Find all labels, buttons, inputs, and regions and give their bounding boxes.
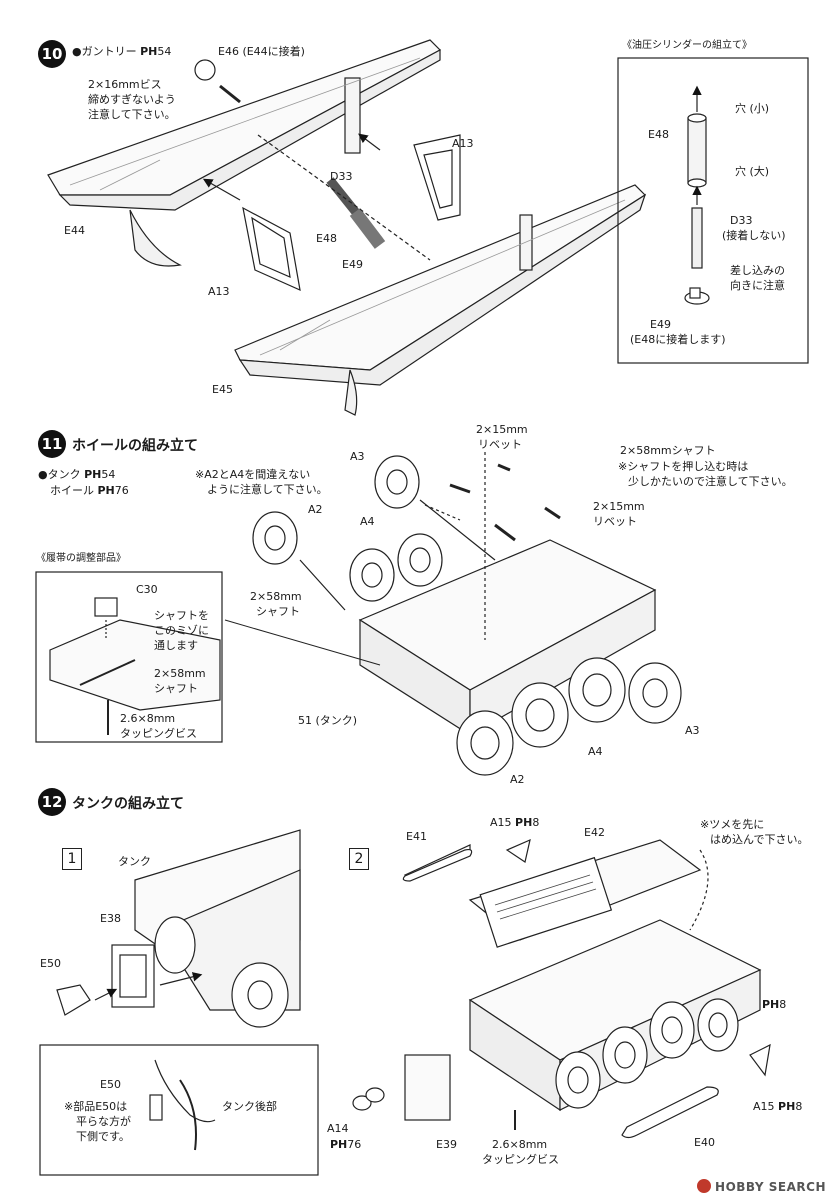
label-inset-e48: E48 [648, 128, 669, 141]
wheel-assembly-illustration [224, 452, 682, 776]
step-10-subject: ●ガントリー PH54 [72, 45, 172, 58]
label-a4-top: A4 [360, 515, 375, 528]
label-inset-e49: E49 [650, 318, 671, 331]
groove-note-line-3: 通します [154, 639, 198, 652]
hobby-search-logo-icon [697, 1179, 712, 1193]
label-tank-51: 51 (タンク) [298, 714, 358, 727]
label-a13-top: A13 [452, 137, 474, 150]
label-e42: E42 [584, 826, 605, 839]
screw-note-line-3: 注意して下さい。 [88, 108, 176, 121]
insert-note-line-2: 向きに注意 [730, 279, 785, 292]
label-e44: E44 [64, 224, 85, 237]
label-tank-rear: タンク後部 [222, 1100, 277, 1113]
hobby-search-watermark: HOBBY SEARCH [697, 1179, 826, 1194]
label-a3-top: A3 [350, 450, 365, 463]
label-a15-bottom: A15 PH8 [753, 1100, 803, 1113]
gantry-illustration [47, 39, 647, 416]
step-11-badge: 11 [38, 430, 66, 458]
claw-note-line-2: はめ込んで下さい。 [710, 833, 809, 846]
label-e50: E50 [40, 957, 61, 970]
label-c30: C30 [136, 583, 158, 596]
rivet-top-line-2: リベット [478, 438, 522, 451]
hydraulic-cylinder-illustration [684, 85, 710, 305]
part-ref-tank: ●タンク PH54 [38, 468, 116, 481]
label-a2-bottom: A2 [510, 773, 525, 786]
label-e41: E41 [406, 830, 427, 843]
label-a4-bottom: A4 [588, 745, 603, 758]
inset-shaft-line-1: 2×58mm [154, 667, 206, 680]
tank-panel-2-illustration [352, 838, 771, 1139]
shaft-note-line-2: 少しかたいので注意して下さい。 [628, 475, 793, 488]
panel2-screw-line-2: タッピングビス [482, 1153, 559, 1166]
rivet-right-line-1: 2×15mm [593, 500, 645, 513]
panel-1-number: 1 [62, 848, 82, 870]
label-d33: D33 [330, 170, 353, 183]
panel2-screw-line-1: 2.6×8mm [492, 1138, 548, 1151]
groove-note-line-2: このミゾに [154, 624, 209, 637]
ph-ref-a14: PH76 [330, 1138, 362, 1151]
inset-screw-line-1: 2.6×8mm [120, 712, 176, 725]
label-a2-top: A2 [308, 503, 323, 516]
e50-note-line-2: 平らな方が [76, 1115, 131, 1128]
track-adjust-inset-frame [35, 571, 223, 743]
tank-panel-1-illustration [39, 829, 319, 1176]
label-e46: E46 (E44に接着) [218, 45, 305, 58]
shaft-top-label: 2×58mmシャフト [620, 444, 716, 457]
label-inset-d33: D33 [730, 214, 753, 227]
label-hole-large: 穴 (大) [735, 165, 770, 178]
label-e48: E48 [316, 232, 337, 245]
ph-ref-right: PH8 [762, 998, 787, 1011]
screw-note-line-2: 締めすぎないよう [88, 93, 176, 106]
inset-screw-line-2: タッピングビス [120, 727, 197, 740]
step-12-badge: 12 [38, 788, 66, 816]
e50-note-line-1: ※部品E50は [64, 1100, 128, 1113]
claw-note-line-1: ※ツメを先に [700, 818, 765, 831]
shaft-left-line-1: 2×58mm [250, 590, 302, 603]
step-12-title: タンクの組み立て [72, 796, 184, 812]
label-e40: E40 [694, 1136, 715, 1149]
rivet-top-line-1: 2×15mm [476, 423, 528, 436]
label-hole-small: 穴 (小) [735, 102, 770, 115]
step-10-badge: 10 [38, 40, 66, 68]
insert-note-line-1: 差し込みの [730, 264, 785, 277]
track-adjust-illustration [49, 597, 221, 735]
label-a13-bottom: A13 [208, 285, 230, 298]
label-e39: E39 [436, 1138, 457, 1151]
groove-note-line-1: シャフトを [154, 609, 209, 622]
a2a4-note-line-1: ※A2とA4を間違えない [195, 468, 311, 481]
hydraulic-inset-title: 《油圧シリンダーの組立て》 [622, 40, 752, 51]
rivet-right-line-2: リベット [593, 515, 637, 528]
label-e38: E38 [100, 912, 121, 925]
label-tank: タンク [118, 855, 151, 868]
panel-2-number: 2 [349, 848, 369, 870]
label-e49: E49 [342, 258, 363, 271]
track-inset-title: 《履帯の調整部品》 [36, 553, 126, 564]
part-ref-wheel: ホイール PH76 [50, 484, 129, 497]
label-d33-note: (接着しない) [722, 229, 786, 242]
label-e45: E45 [212, 383, 233, 396]
label-e49-note: (E48に接着します) [630, 333, 726, 346]
hydraulic-inset-frame [617, 57, 809, 364]
label-a15-top: A15 PH8 [490, 816, 540, 829]
label-a3-bottom: A3 [685, 724, 700, 737]
e50-note-line-3: 下側です。 [76, 1130, 130, 1143]
shaft-note-line-1: ※シャフトを押し込む時は [618, 460, 749, 473]
screw-note-line-1: 2×16mmビス [88, 78, 162, 91]
inset-shaft-line-2: シャフト [154, 682, 198, 695]
step-11-title: ホイールの組み立て [72, 438, 198, 454]
shaft-left-line-2: シャフト [256, 605, 300, 618]
label-a14: A14 [327, 1122, 349, 1135]
label-note-e50: E50 [100, 1078, 121, 1091]
a2a4-note-line-2: ように注意して下さい。 [207, 483, 328, 496]
